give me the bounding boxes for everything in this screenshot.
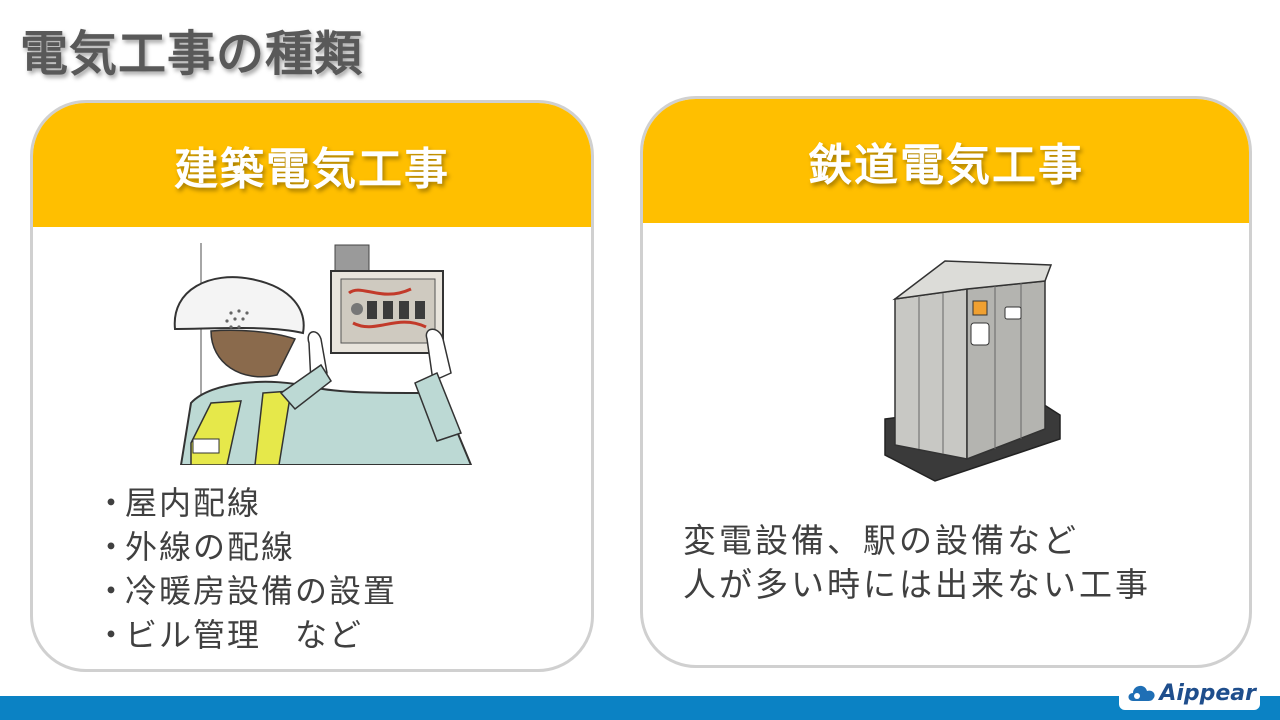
list-item: ・屋内配線 xyxy=(95,484,262,522)
card-building-electrical: 建築電気工事 xyxy=(30,100,594,672)
logo-text: Aippear xyxy=(1159,680,1256,706)
work-list: ・屋内配線 ・外線の配線 ・冷暖房設備の設置 ・ビル管理 など xyxy=(95,481,397,657)
card-railway-electrical: 鉄道電気工事 変電設備、駅の設備など 人が多い時には出来ない工事 xyxy=(640,96,1252,668)
cloud-icon xyxy=(1128,685,1155,701)
brand-logo: Aippear xyxy=(1119,676,1260,710)
card-heading: 建築電気工事 xyxy=(174,144,450,195)
card-heading: 鉄道電気工事 xyxy=(808,140,1084,191)
list-item: ・外線の配線 xyxy=(95,528,296,566)
footer-bar xyxy=(0,696,1280,720)
electrician-illustration xyxy=(173,243,473,465)
card-header: 鉄道電気工事 xyxy=(643,99,1249,223)
page-title: 電気工事の種類 xyxy=(20,26,364,82)
list-item: ・冷暖房設備の設置 xyxy=(95,572,398,610)
substation-illustration xyxy=(884,260,1061,482)
card-header: 建築電気工事 xyxy=(33,103,591,227)
description: 変電設備、駅の設備など 人が多い時には出来ない工事 xyxy=(683,519,1151,607)
list-item: ・ビル管理 など xyxy=(95,616,364,654)
description-line: 人が多い時には出来ない工事 xyxy=(683,565,1151,604)
description-line: 変電設備、駅の設備など xyxy=(683,521,1079,560)
